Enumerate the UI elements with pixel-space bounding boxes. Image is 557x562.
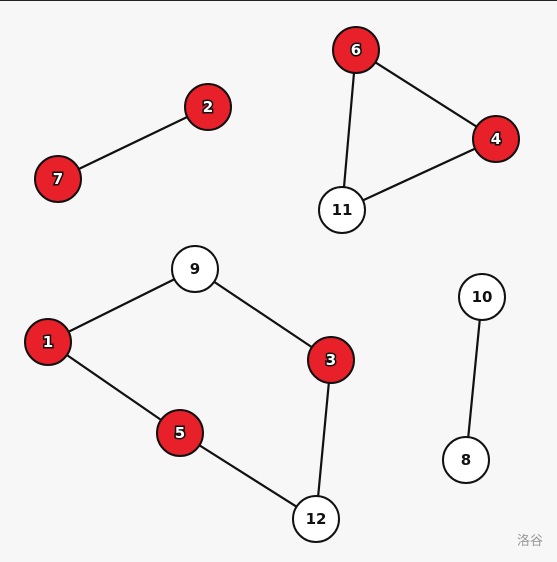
node-circle-8 [442,436,490,484]
node-3: 3 [307,336,355,384]
edge-4-11 [341,138,497,211]
node-circle-5 [156,409,204,457]
node-1: 1 [24,318,72,366]
node-6: 6 [332,26,380,74]
node-12: 12 [292,495,340,543]
node-circle-3 [307,336,355,384]
node-label-3: 3 [326,351,336,369]
node-label-5: 5 [175,424,185,442]
edge-7-2 [57,106,209,180]
edge-3-12 [314,359,333,520]
node-circle-11 [318,186,366,234]
node-2: 2 [184,83,232,131]
node-circle-10 [458,273,506,321]
node-label-7: 7 [53,170,63,188]
node-9: 9 [171,245,219,293]
edge-9-3 [194,268,332,361]
node-label-2: 2 [203,98,213,116]
node-7: 7 [34,155,82,203]
node-11: 11 [318,186,366,234]
edge-6-11 [340,49,358,211]
node-circle-4 [472,115,520,163]
edge-6-4 [355,49,497,140]
node-circle-1 [24,318,72,366]
node-4: 4 [472,115,520,163]
node-label-9: 9 [190,260,200,278]
node-label-1: 1 [43,333,53,351]
node-5: 5 [156,409,204,457]
node-circle-2 [184,83,232,131]
node-label-6: 6 [351,41,361,59]
node-circle-12 [292,495,340,543]
edge-5-12 [179,432,317,520]
node-label-4: 4 [491,130,501,148]
watermark-text: 洛谷 [516,534,543,549]
node-circle-9 [171,245,219,293]
node-label-8: 8 [461,451,471,469]
node-circle-7 [34,155,82,203]
edge-1-5 [47,341,181,434]
node-10: 10 [458,273,506,321]
node-label-11: 11 [332,201,353,219]
edge-1-9 [47,268,196,343]
edge-10-8 [464,296,484,461]
node-8: 8 [442,436,490,484]
node-label-12: 12 [306,510,327,528]
node-label-10: 10 [472,288,493,306]
node-circle-6 [332,26,380,74]
edges-layer [47,49,497,520]
